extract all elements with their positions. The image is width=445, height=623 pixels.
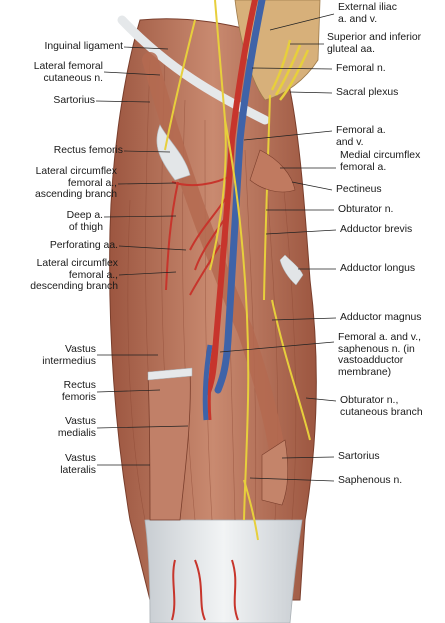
leader-lines	[95, 13, 337, 482]
rectus-femoris-lower-flap	[147, 369, 191, 521]
external-iliac-vein	[214, 0, 266, 394]
knee-tendon-area	[144, 519, 303, 623]
label-lateral-circumflex-ascending: Lateral circumflex femoral a., ascending…	[34, 166, 117, 200]
deep-artery-branches	[165, 174, 239, 621]
label-perforating-aa: Perforating aa.	[49, 240, 118, 251]
label-sartorius-lower: Sartorius	[338, 451, 380, 462]
label-vastus-intermedius: Vastus intermedius	[42, 344, 96, 367]
label-superior-inferior-gluteal: Superior and inferior gluteal aa.	[327, 32, 422, 55]
label-rectus-femoris-lower: Rectus femoris	[61, 380, 96, 403]
label-vastus-lateralis: Vastus lateralis	[60, 453, 96, 476]
label-rectus-femoris-upper: Rectus femoris	[53, 145, 123, 156]
label-lateral-femoral-cutaneous-n: Lateral femoral cutaneous n.	[33, 61, 103, 84]
label-adductor-magnus: Adductor magnus	[340, 312, 422, 323]
inguinal-ligament-shape	[117, 15, 270, 125]
femoral-vessels-lower	[202, 344, 213, 421]
thigh-muscle-mass	[109, 18, 317, 601]
label-obturator-cutaneous: Obturator n., cutaneous branch	[340, 395, 423, 418]
label-obturator-n: Obturator n.	[338, 204, 394, 215]
label-lateral-circumflex-descending: Lateral circumflex femoral a., descendin…	[30, 258, 118, 292]
label-deep-a-of-thigh: Deep a. of thigh	[66, 210, 103, 233]
femoral-artery-lower	[207, 344, 216, 421]
label-inguinal-ligament: Inguinal ligament	[44, 41, 123, 52]
pectineus-shape	[249, 149, 296, 193]
label-femoral-a-v: Femoral a. and v.	[336, 125, 386, 148]
rectus-femoris-tendon-upper	[156, 124, 191, 181]
label-vastus-medialis: Vastus medialis	[57, 416, 96, 439]
rectus-femoris-cut-end	[147, 367, 193, 381]
label-adductor-brevis: Adductor brevis	[340, 224, 413, 235]
label-pectineus: Pectineus	[336, 184, 382, 195]
sartorius-shape	[142, 52, 288, 478]
label-saphenous-n: Saphenous n.	[338, 475, 403, 486]
sacral-plexus-shape	[270, 39, 310, 101]
adductor-longus-cut	[279, 254, 304, 286]
label-medial-circumflex: Medial circumflex femoral a.	[340, 150, 421, 173]
label-external-iliac: External iliac a. and v.	[338, 2, 397, 25]
label-femoral-vastoadductor: Femoral a. and v., saphenous n. (in vast…	[338, 332, 421, 378]
sartorius-lower-shape	[261, 439, 289, 506]
label-sartorius-upper: Sartorius	[53, 95, 95, 106]
label-adductor-longus: Adductor longus	[340, 263, 416, 274]
external-iliac-artery	[205, 0, 258, 395]
label-sacral-plexus: Sacral plexus	[336, 87, 399, 98]
label-femoral-n: Femoral n.	[336, 63, 386, 74]
